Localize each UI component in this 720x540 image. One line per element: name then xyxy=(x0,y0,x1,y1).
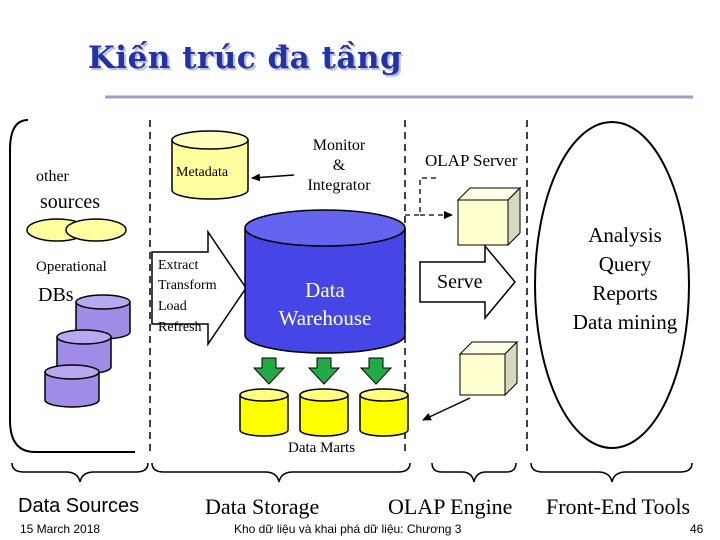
label-analysis: Analysis xyxy=(588,223,662,247)
label-monitor-amp: & xyxy=(332,157,346,174)
serve-arrow-shape xyxy=(419,243,516,321)
data-sources-frame xyxy=(9,119,135,453)
down-arrow-3 xyxy=(359,357,393,385)
monitor-to-metadata-arrow xyxy=(251,173,295,182)
label-operational: Operational xyxy=(36,259,107,275)
etl-arrow-shape xyxy=(151,229,247,347)
data-warehouse-cylinder xyxy=(244,209,406,354)
footer-course: Kho dữ liệu và khai phá dữ liệu: Chương … xyxy=(234,522,462,536)
label-data-mining: Data mining xyxy=(572,310,678,334)
label-query: Query xyxy=(598,252,652,276)
tier-data-sources: Data Sources xyxy=(18,495,140,517)
label-olap-server: OLAP Server xyxy=(425,151,518,170)
front-end-tools-ellipse xyxy=(534,121,690,449)
label-extract: Extract xyxy=(158,258,199,273)
label-serve: Serve xyxy=(437,271,483,293)
footer-date: 15 March 2018 xyxy=(20,522,101,536)
label-warehouse-1: Data xyxy=(305,278,345,302)
footer-page-number: 46 xyxy=(690,522,704,536)
label-refresh: Refresh xyxy=(158,320,202,335)
operational-db-3 xyxy=(44,364,100,408)
label-metadata: Metadata xyxy=(176,165,229,180)
other-source-ellipse-2 xyxy=(65,218,127,242)
olap-cube-2 xyxy=(458,340,519,397)
brace-data-sources xyxy=(11,462,149,483)
cube-to-marts-arrow xyxy=(422,397,471,421)
metadata-cylinder xyxy=(171,130,249,200)
label-monitor: Monitor xyxy=(312,137,366,154)
data-mart-3 xyxy=(359,388,409,437)
tier-front-end-tools: Front-End Tools xyxy=(546,494,691,519)
slide-title: Kiến trúc đa tầng xyxy=(87,40,403,76)
label-transform: Transform xyxy=(158,278,217,293)
olap-cube-1 xyxy=(456,186,522,247)
data-mart-2 xyxy=(299,388,349,437)
tier-data-storage: Data Storage xyxy=(205,494,320,519)
brace-front-end xyxy=(530,462,693,483)
label-reports: Reports xyxy=(592,281,658,305)
olap-connector-top xyxy=(405,177,438,216)
label-integrator: Integrator xyxy=(307,177,371,194)
label-data-marts: Data Marts xyxy=(288,440,356,456)
label-sources: sources xyxy=(40,191,100,213)
down-arrow-1 xyxy=(252,357,286,385)
label-dbs: DBs xyxy=(38,284,74,306)
label-load: Load xyxy=(158,299,187,314)
label-warehouse-2: Warehouse xyxy=(278,306,372,330)
tier-olap-engine: OLAP Engine xyxy=(388,494,513,519)
brace-data-storage xyxy=(151,462,411,483)
label-other: other xyxy=(36,168,69,185)
down-arrow-2 xyxy=(307,357,341,385)
data-mart-1 xyxy=(239,388,289,437)
brace-olap-engine xyxy=(431,462,517,483)
